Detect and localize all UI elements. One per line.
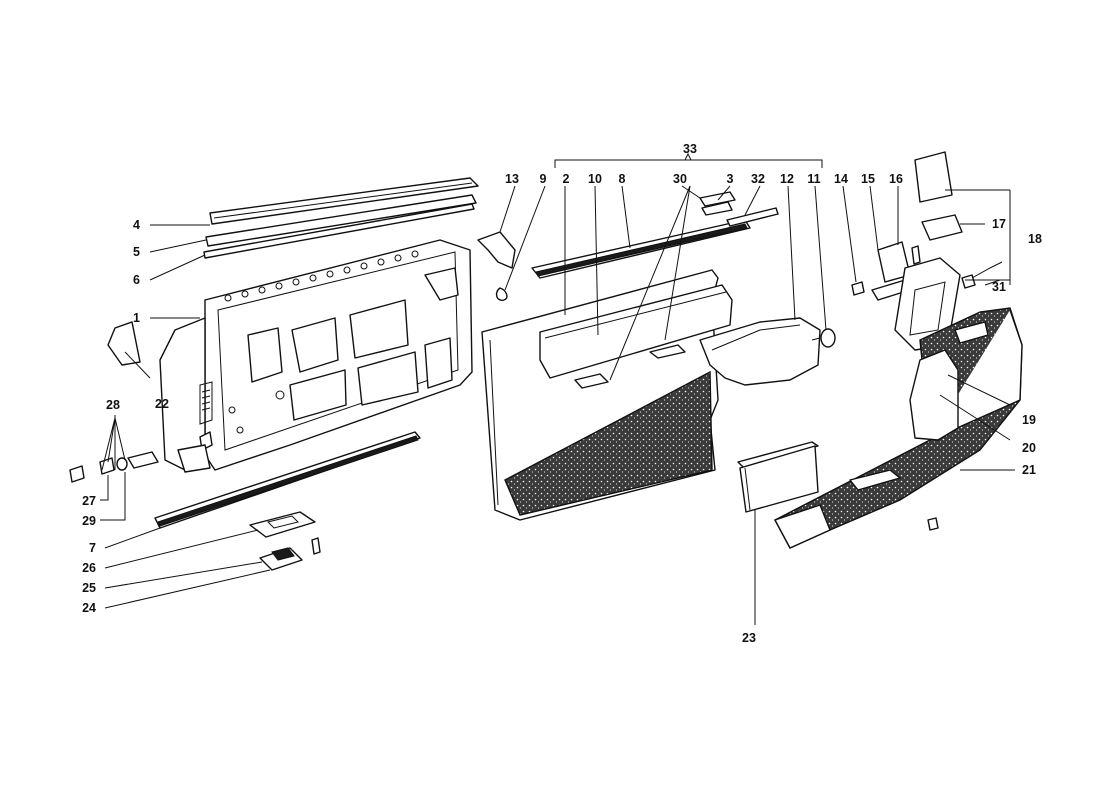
window-seal-upper[interactable] <box>209 177 479 225</box>
label-28: 28 <box>106 398 120 412</box>
console-handle[interactable] <box>909 349 959 441</box>
label-7: 7 <box>89 541 96 555</box>
label-16: 16 <box>889 172 903 186</box>
label-11: 11 <box>807 172 820 186</box>
door-top-rail[interactable] <box>531 219 751 279</box>
spring-clip[interactable] <box>495 287 508 301</box>
lower-door-seal[interactable] <box>154 431 421 529</box>
label-3: 3 <box>727 172 734 186</box>
label-9: 9 <box>540 172 547 186</box>
label-18: 18 <box>1028 232 1042 246</box>
label-24: 24 <box>82 601 96 615</box>
switch-connector[interactable] <box>961 261 1003 289</box>
hinge-washer[interactable] <box>116 457 128 471</box>
switch-cover-lower[interactable] <box>574 344 686 389</box>
label-26: 26 <box>82 561 96 575</box>
label-27: 27 <box>82 494 96 508</box>
inner-door-handle[interactable] <box>699 317 821 386</box>
hinge-pin[interactable] <box>127 451 159 469</box>
label-21: 21 <box>1022 463 1036 477</box>
window-seal-lower[interactable] <box>203 203 475 259</box>
label-6: 6 <box>133 273 140 287</box>
armrest-pad[interactable] <box>539 284 733 379</box>
switch-cover-upper[interactable] <box>699 191 736 216</box>
label-22: 22 <box>155 397 169 411</box>
leader-lines <box>100 152 1015 625</box>
label-23: 23 <box>742 631 756 645</box>
lock-screw[interactable] <box>311 537 321 555</box>
door-trim-strip[interactable] <box>726 207 779 227</box>
storage-box[interactable] <box>737 441 819 513</box>
label-33: 33 <box>683 142 697 156</box>
label-12: 12 <box>780 172 794 186</box>
label-30: 30 <box>673 172 687 186</box>
label-10: 10 <box>588 172 602 186</box>
switch-panel-button[interactable] <box>921 214 963 241</box>
label-15: 15 <box>861 172 875 186</box>
window-seal-middle[interactable] <box>205 194 477 247</box>
label-4: 4 <box>133 218 140 232</box>
label-5: 5 <box>133 245 140 259</box>
lock-knob[interactable] <box>811 328 836 348</box>
screw[interactable] <box>911 245 921 265</box>
label-19: 19 <box>1022 413 1036 427</box>
switch-panel-cap[interactable] <box>914 151 953 203</box>
door-shell[interactable] <box>159 239 473 473</box>
part-number-labels: 4 5 6 1 22 28 27 29 7 26 25 24 13 9 2 10… <box>82 142 1042 645</box>
label-29: 29 <box>82 514 96 528</box>
label-20: 20 <box>1022 441 1036 455</box>
small-spring[interactable] <box>851 281 865 296</box>
lock-mechanism[interactable] <box>259 547 303 571</box>
label-13: 13 <box>505 172 519 186</box>
label-32: 32 <box>751 172 765 186</box>
hinge-plate[interactable] <box>99 457 115 475</box>
label-8: 8 <box>619 172 626 186</box>
hinge-nut[interactable] <box>69 465 85 483</box>
label-17: 17 <box>992 217 1006 231</box>
lock-striker-plate[interactable] <box>249 511 316 538</box>
corner-bracket[interactable] <box>107 321 141 366</box>
label-31: 31 <box>992 280 1006 294</box>
label-1: 1 <box>133 311 140 325</box>
label-25: 25 <box>82 581 96 595</box>
label-2: 2 <box>563 172 570 186</box>
console-screw[interactable] <box>927 517 939 531</box>
door-hinge-bracket[interactable] <box>477 231 516 269</box>
label-14: 14 <box>834 172 848 186</box>
